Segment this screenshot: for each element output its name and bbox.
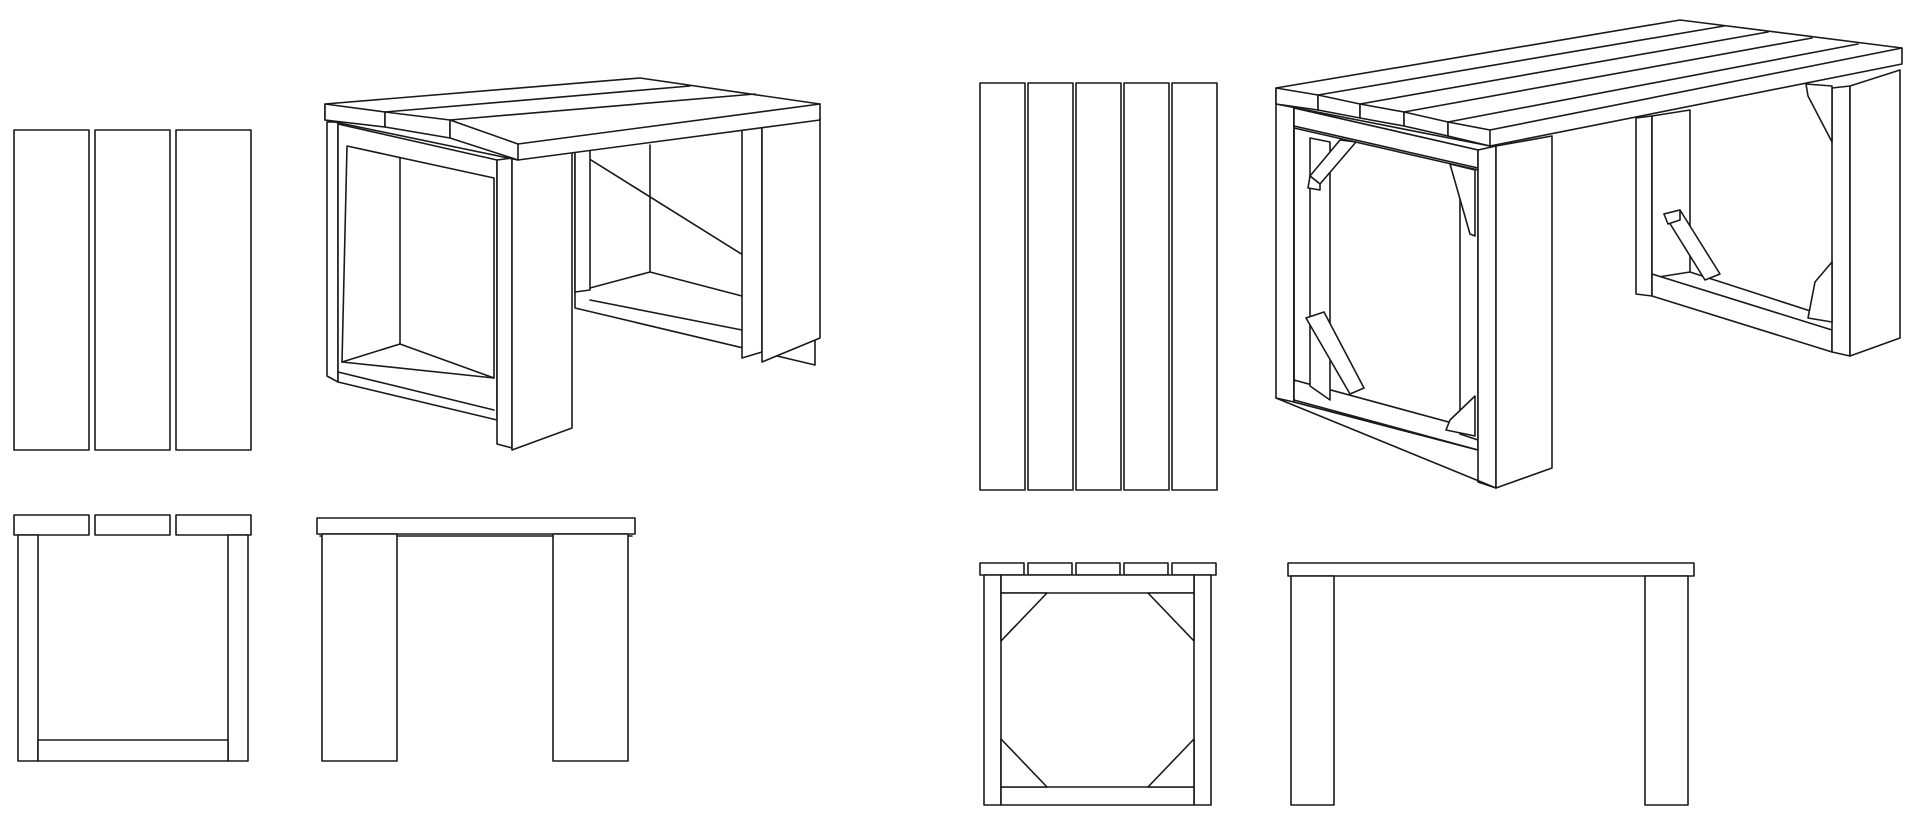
table-isometric-view bbox=[1275, 19, 1903, 489]
end-bottom-rail bbox=[37, 739, 229, 762]
side-leg bbox=[552, 533, 629, 762]
tabletop-plank-end bbox=[1447, 121, 1491, 147]
corner-brace bbox=[1449, 163, 1476, 237]
table-leg-back-right bbox=[1849, 69, 1901, 357]
side-leg bbox=[321, 533, 398, 762]
rail-edge bbox=[589, 299, 743, 331]
bench-end-view bbox=[13, 514, 252, 762]
frame-edge bbox=[1293, 399, 1479, 451]
top-plank bbox=[979, 82, 1026, 491]
table-side-view bbox=[1287, 562, 1695, 806]
plank-seam bbox=[517, 103, 821, 145]
rail-edge bbox=[1689, 271, 1833, 319]
top-plank bbox=[175, 129, 252, 451]
corner-brace bbox=[1147, 592, 1195, 642]
bench-leg bbox=[326, 121, 339, 383]
top-plank-end bbox=[175, 514, 252, 536]
plank-seam bbox=[384, 85, 691, 113]
bench-top-view bbox=[13, 129, 252, 451]
frame-edge bbox=[399, 343, 495, 379]
plank-seam bbox=[1317, 25, 1725, 96]
bench-3-plank bbox=[13, 77, 821, 762]
top-plank bbox=[1123, 82, 1170, 491]
top-plank-end bbox=[13, 514, 90, 536]
top-plank-end bbox=[1075, 562, 1121, 576]
corner-brace bbox=[1445, 395, 1476, 437]
plank-seam bbox=[1403, 37, 1813, 113]
table-back-frame-opening bbox=[1651, 109, 1691, 279]
end-leg bbox=[1193, 574, 1212, 806]
corner-brace bbox=[1000, 738, 1048, 788]
side-tabletop bbox=[316, 517, 636, 535]
end-leg bbox=[227, 534, 249, 762]
top-plank-end bbox=[1027, 562, 1073, 576]
bench-leg bbox=[761, 117, 821, 363]
frame-edge bbox=[1275, 397, 1497, 489]
plank-seam bbox=[1489, 47, 1903, 131]
corner-brace bbox=[1807, 261, 1833, 323]
plank-seam bbox=[1359, 31, 1769, 105]
plank-seam bbox=[449, 93, 756, 121]
end-leg bbox=[17, 534, 39, 762]
rail-edge bbox=[589, 271, 651, 289]
corner-brace bbox=[1305, 311, 1365, 395]
frame-edge bbox=[337, 371, 495, 411]
top-plank-end bbox=[94, 514, 171, 536]
side-leg bbox=[1290, 575, 1335, 806]
top-plank bbox=[1075, 82, 1122, 491]
table-top-view bbox=[979, 82, 1218, 491]
top-plank-end bbox=[1123, 562, 1169, 576]
table-end-view bbox=[979, 562, 1217, 806]
bench-leg bbox=[496, 157, 513, 449]
side-tabletop bbox=[1287, 562, 1695, 577]
table-leg bbox=[1635, 115, 1653, 297]
end-top-rail bbox=[1000, 574, 1195, 594]
plank-seam bbox=[1447, 43, 1859, 123]
table-leg-front bbox=[1495, 135, 1553, 489]
top-plank bbox=[1171, 82, 1218, 491]
top-plank bbox=[1027, 82, 1074, 491]
rail-edge bbox=[649, 271, 743, 297]
end-leg bbox=[983, 574, 1002, 806]
table-leg bbox=[1275, 103, 1295, 403]
table-back-bottom-rail bbox=[1651, 273, 1833, 353]
top-plank-end bbox=[1171, 562, 1217, 576]
top-plank-end bbox=[979, 562, 1025, 576]
tabletop-plank-end bbox=[449, 119, 519, 161]
corner-brace bbox=[1147, 738, 1195, 788]
table-leg bbox=[1477, 145, 1497, 489]
corner-brace bbox=[1000, 592, 1048, 642]
table-leg bbox=[1831, 85, 1851, 357]
bench-frame-opening bbox=[341, 145, 495, 379]
bench-isometric-view bbox=[324, 77, 821, 451]
corner-brace bbox=[1805, 83, 1833, 143]
bench-leg-front bbox=[511, 149, 573, 451]
bench-leg bbox=[574, 149, 591, 293]
top-plank bbox=[94, 129, 171, 451]
brace-end bbox=[1663, 209, 1681, 225]
top-plank bbox=[13, 129, 90, 451]
table-5-plank bbox=[979, 19, 1903, 806]
side-leg bbox=[1644, 575, 1689, 806]
bench-leg bbox=[741, 126, 763, 359]
end-bottom-rail bbox=[1000, 786, 1195, 806]
frame-edge bbox=[341, 343, 401, 363]
brace-end bbox=[1307, 175, 1321, 191]
bench-side-view bbox=[316, 517, 636, 762]
